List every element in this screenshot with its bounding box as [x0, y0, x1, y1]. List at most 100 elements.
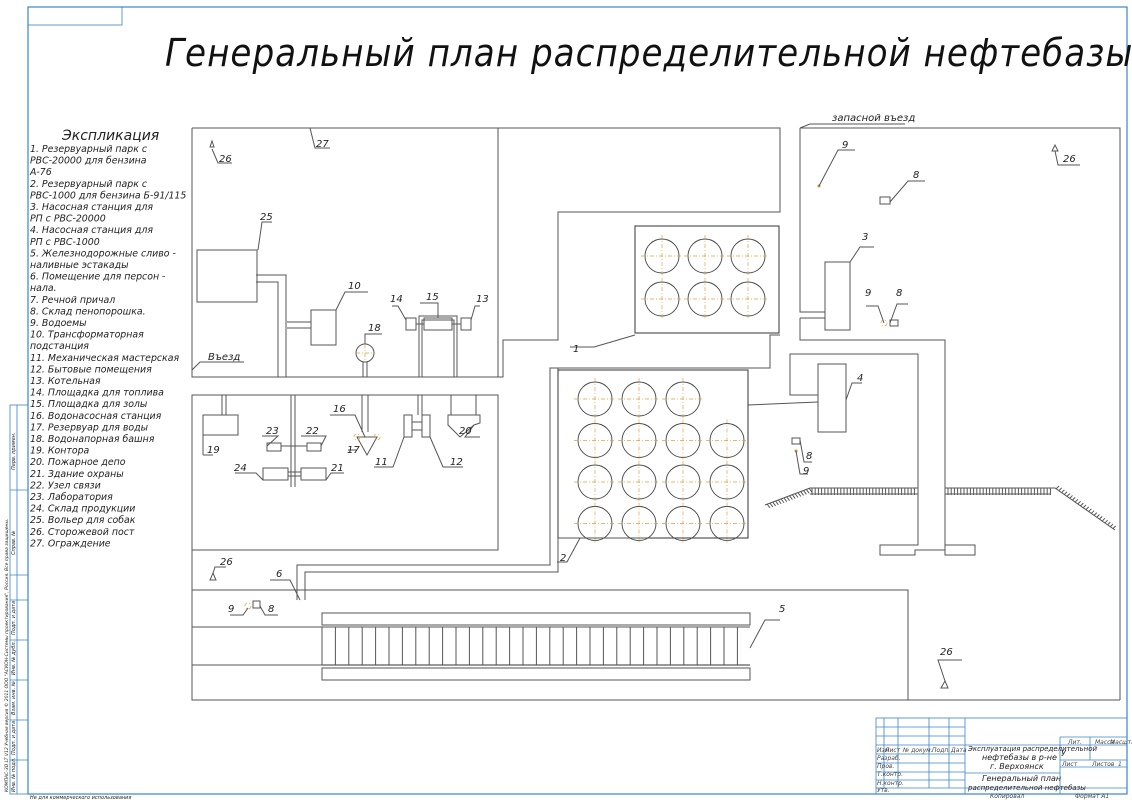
tb-doc-name-line2: нефтебазы в р-не: [982, 753, 1057, 762]
label-25: 25: [260, 212, 273, 223]
pump-station-3: [824, 261, 851, 331]
tb-sheet-label: Лист: [1061, 761, 1078, 768]
tb-sheet-title-line1: Генеральный план: [982, 774, 1061, 783]
rail-track-top: [321, 612, 751, 626]
tb-sheets-count: 1: [1118, 761, 1122, 768]
title-block: Изм Лист № докум. Подп. Дата Разраб. Про…: [875, 717, 1132, 800]
label-26: 26: [219, 154, 232, 165]
label-8: 8: [913, 170, 919, 181]
explication-item: РВС-1000 для бензина Б-91/115: [30, 190, 186, 201]
stamp-orig-inv: Инв. № подл.: [11, 758, 17, 793]
stamp-replace-inv: Взам. инв. №: [11, 681, 17, 715]
explication-item: 20. Пожарное депо: [30, 457, 126, 468]
label-4: 4: [857, 373, 863, 384]
label-24: 24: [234, 463, 247, 474]
explication-item: РВС-20000 для бензина: [30, 156, 147, 167]
tank-park-1: [634, 225, 780, 334]
explication-item: РП с РВС-1000: [30, 237, 100, 248]
explication-item: подстанция: [30, 341, 89, 352]
warehouse-and-pond-symbols: [244, 184, 899, 610]
explication-item: 2. Резервуарный парк с: [30, 179, 148, 190]
label-3: 3: [862, 232, 868, 243]
explication-item: РП с РВС-20000: [30, 214, 106, 225]
tb-col-mass: Масса: [1095, 739, 1114, 746]
explication-item: 13. Котельная: [30, 376, 101, 387]
tank-park-2: [557, 369, 749, 539]
explication-heading: Экспликация: [61, 128, 159, 144]
label-8: 8: [896, 288, 902, 299]
tb-format: Формат А1: [1075, 793, 1109, 800]
explication-item: 15. Площадка для золы: [30, 399, 148, 410]
explication-item: 8. Склад пенопорошка.: [30, 306, 146, 317]
label-10: 10: [348, 281, 361, 292]
explication-item: 5. Железнодорожные сливо -: [30, 248, 177, 259]
explication-item: 1. Резервуарный парк с: [30, 144, 148, 155]
explication-item: 7. Речной причал: [30, 295, 115, 306]
callout-labels: 26 27 25 10 18 14 15 13 Въезд 19 23 22 2…: [207, 113, 1076, 658]
loading-rack-5: [321, 626, 750, 665]
explication-item: 25. Вольер для собак: [30, 515, 136, 526]
explication-item: 24. Склад продукции: [30, 504, 135, 515]
tb-header-date: Дата: [950, 747, 967, 754]
explication-item: 3. Насосная станция для: [30, 202, 153, 213]
explication-item: 10. Трансформаторная: [30, 330, 144, 341]
stamp-sign-date-2: Подп. и дата: [11, 721, 17, 755]
label-18: 18: [368, 323, 381, 334]
explication-item: 27. Ограждение: [30, 538, 111, 549]
label-11: 11: [375, 457, 388, 468]
software-watermark: КОМПАС-3D LT V12 Учебная версия © 2011 О…: [3, 519, 10, 792]
explication-item: 4. Насосная станция для: [30, 225, 153, 236]
transformer-substation-10: [310, 309, 337, 346]
label-9: 9: [803, 466, 809, 477]
label-14: 14: [390, 294, 403, 305]
tb-sheet-title-line2: распределительной нефтебазы: [967, 784, 1086, 792]
tb-header-docnum: № докум.: [902, 747, 933, 754]
drawing-frame: [9, 6, 1128, 795]
label-6: 6: [276, 569, 282, 580]
explication-item: 6. Помещение для персон -: [30, 272, 166, 283]
label-2: 2: [560, 553, 566, 564]
explication-item: 12. Бытовые помещения: [30, 364, 152, 375]
tb-lit-value: У: [1061, 749, 1067, 758]
label-19: 19: [207, 445, 220, 456]
explication-item: 22. Узел связи: [30, 480, 101, 491]
explication-item: 11. Механическая мастерская: [30, 353, 179, 364]
label-22: 22: [306, 426, 319, 437]
explication-item: 21. Здание охраны: [30, 469, 124, 480]
tb-header-sheet: Лист: [884, 747, 901, 754]
label-17: 17: [347, 445, 360, 456]
explication-item: нала.: [30, 283, 57, 294]
reserve-entrance-label: запасной въезд: [832, 113, 915, 124]
tb-sheets-label: Листов: [1091, 761, 1115, 768]
label-8: 8: [806, 451, 812, 462]
tb-header-change: Изм: [877, 747, 890, 754]
tb-role-tech-control: Т.контр.: [877, 771, 903, 778]
explication-item: 23. Лаборатория: [30, 492, 113, 503]
tb-role-norm-control: Н.контр.: [877, 780, 904, 787]
label-13: 13: [476, 294, 489, 305]
non-commercial-note: Не для коммерческого использования: [30, 795, 131, 800]
office-19: [202, 414, 239, 436]
label-23: 23: [266, 426, 279, 437]
entrance-label: Въезд: [208, 352, 240, 363]
site-plan: [191, 127, 1121, 701]
stamp-sign-date: Подп. и дата: [11, 601, 17, 635]
explication-item: 26. Сторожевой пост: [30, 527, 135, 538]
explication-item: 19. Контора: [30, 446, 90, 457]
pump-station-4: [817, 363, 847, 433]
label-15: 15: [426, 292, 439, 303]
explication-item: наливные эстакады: [30, 260, 129, 271]
label-20: 20: [459, 426, 472, 437]
label-26: 26: [1063, 154, 1076, 165]
tb-role-approved: Утв.: [877, 787, 890, 794]
tb-doc-name-line3: г. Верхоянск: [990, 762, 1044, 771]
label-21: 21: [331, 463, 344, 474]
side-stamp: Перв. примен. Справ. № Подп. и дата Инв.…: [3, 432, 131, 800]
tb-role-developer: Разраб.: [877, 755, 901, 762]
tb-col-scale: Масштаб: [1110, 739, 1132, 746]
dog-enclosure-25: [196, 249, 258, 303]
label-12: 12: [450, 457, 463, 468]
label-16: 16: [333, 404, 346, 415]
label-9: 9: [842, 140, 848, 151]
